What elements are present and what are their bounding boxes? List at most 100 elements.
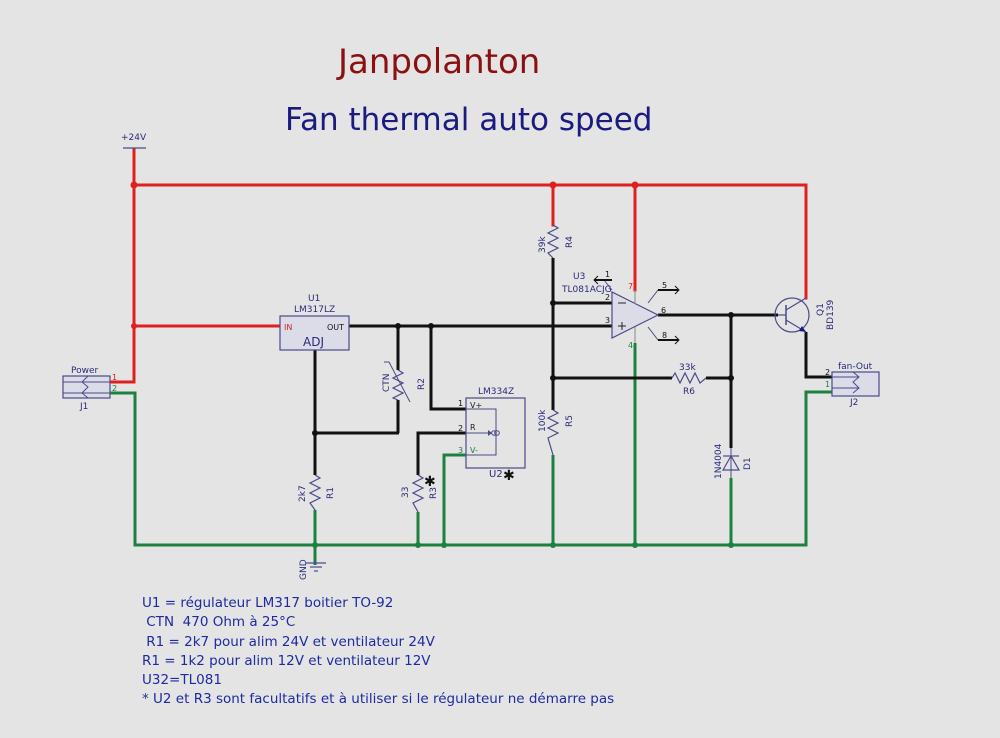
note-line: U32=TL081	[142, 672, 222, 689]
u2-pin1-name: V+	[470, 401, 482, 410]
r2-value: CTN	[382, 373, 392, 392]
diode-d1: 1N4004 D1	[714, 443, 753, 479]
d1-part: 1N4004	[714, 443, 724, 479]
u3-pin1: 1	[605, 270, 610, 279]
ground-label: GND	[299, 559, 309, 580]
junction-dot	[550, 375, 556, 381]
opamp-u3: U3 TL081ACJG 1 2 3 4 5 6 7 8	[561, 270, 680, 350]
j2-ref: J2	[849, 398, 858, 408]
u2-pin3-num: 3	[458, 446, 463, 455]
r3-optional-mark: ✱	[424, 474, 436, 490]
junction-dot	[415, 542, 421, 548]
junction-dot	[631, 181, 639, 189]
u1-part: LM317LZ	[294, 305, 335, 315]
u2-pin2-num: 2	[458, 424, 463, 433]
r2-ref: R2	[417, 378, 427, 390]
j1-name: Power	[71, 366, 99, 376]
notes-block: U1 = régulateur LM317 boitier TO-92 CTN …	[142, 594, 614, 710]
q1-ref: Q1	[816, 303, 826, 316]
wire-u2-vminus	[442, 453, 466, 545]
d1-ref: D1	[743, 457, 753, 470]
junction-dot	[312, 542, 318, 548]
r6-ref: R6	[683, 387, 695, 397]
power-net	[120, 148, 808, 384]
u3-pin6: 6	[661, 306, 666, 315]
u2-part: LM334Z	[478, 387, 514, 397]
u3-ref: U3	[573, 272, 585, 282]
u1-pin-adj: ADJ	[303, 335, 324, 349]
u3-pin8: 8	[662, 331, 667, 340]
u3-part: TL081ACJG	[561, 285, 612, 295]
j2-pin1: 1	[825, 380, 830, 389]
r1-value: 2k7	[298, 485, 308, 502]
supply-label: +24V	[121, 133, 147, 143]
r4-value: 39k	[538, 236, 548, 253]
r4-ref: R4	[565, 236, 575, 248]
thermistor-r2: CTN R2	[382, 361, 427, 403]
resistor-r5: 100k R5	[538, 409, 575, 456]
r5-value: 100k	[538, 409, 548, 432]
q1-part: BD139	[826, 299, 836, 330]
junction-dot	[549, 181, 557, 189]
r3-value: 33	[401, 487, 411, 498]
junction-dot	[728, 312, 734, 318]
connector-j2: fan-Out J2 2 1	[825, 362, 880, 408]
wire-out-to-u2vplus	[429, 326, 466, 411]
u3-pin7: 7	[628, 282, 633, 291]
junction-dot	[728, 375, 734, 381]
r1-ref: R1	[326, 487, 336, 499]
junction-dot	[550, 542, 556, 548]
u2-pin1-num: 1	[458, 399, 463, 408]
regulator-u1: U1 LM317LZ IN OUT ADJ	[279, 294, 350, 351]
j1-ref: J1	[79, 402, 88, 412]
u3-pin3: 3	[605, 316, 610, 325]
junction-dot	[728, 542, 734, 548]
supply-24v: +24V	[121, 133, 147, 149]
r6-value: 33k	[679, 363, 696, 373]
r5-ref: R5	[565, 415, 575, 427]
connector-j1: Power J1 1 2	[62, 366, 122, 412]
diagram-subtitle: Fan thermal auto speed	[285, 102, 653, 138]
signal-junctions	[312, 300, 734, 436]
note-line: R1 = 1k2 pour alim 12V et ventilateur 12…	[142, 652, 431, 669]
transistor-q1: Q1 BD139	[774, 297, 836, 333]
j2-name: fan-Out	[838, 362, 873, 372]
u1-pin-out: OUT	[327, 323, 344, 332]
signal-net	[313, 258, 832, 475]
power-junctions	[130, 181, 639, 329]
u3-pin5: 5	[662, 281, 667, 290]
diagram-title: Janpolanton	[338, 42, 541, 82]
resistor-r1: 2k7 R1	[298, 474, 336, 511]
junction-dot	[632, 542, 638, 548]
u2-pin2-name: R	[470, 423, 476, 432]
j1-pin2: 2	[112, 384, 117, 393]
wire-j1-pin2	[122, 390, 832, 547]
resistor-r4: 39k R4	[538, 224, 575, 259]
note-line: * U2 et R3 sont facultatifs et à utilise…	[142, 691, 615, 708]
junction-dot	[312, 430, 318, 436]
note-line: CTN 470 Ohm à 25°C	[142, 614, 296, 631]
j2-pin2: 2	[825, 368, 830, 377]
u1-ref: U1	[308, 294, 320, 304]
u3-pin2: 2	[605, 293, 610, 302]
u2-pin3-name: V-	[470, 446, 478, 455]
r3-ref: R3	[429, 487, 439, 499]
u3-pin4: 4	[628, 341, 633, 350]
wire-r3-to-u2r	[416, 431, 466, 475]
junction-dot	[428, 323, 434, 329]
u2-ref: U2	[489, 469, 503, 480]
j1-pin1: 1	[112, 373, 117, 382]
note-line: U1 = régulateur LM317 boitier TO-92	[142, 595, 394, 611]
u1-pin-in: IN	[284, 323, 292, 332]
junction-dot	[131, 323, 137, 329]
junction-dot	[130, 181, 138, 189]
ground-junctions	[312, 542, 734, 548]
u2-optional-mark: ✱	[503, 468, 515, 484]
note-line: R1 = 2k7 pour alim 24V et ventilateur 24…	[142, 633, 435, 650]
junction-dot	[550, 300, 556, 306]
ground-symbol: GND	[299, 559, 326, 580]
current-source-u2: LM334Z U2 ✱ 1 V+ 2 R 3 V-	[458, 387, 526, 484]
resistor-r3: 33 R3 ✱	[401, 474, 439, 513]
junction-dot	[395, 323, 401, 329]
